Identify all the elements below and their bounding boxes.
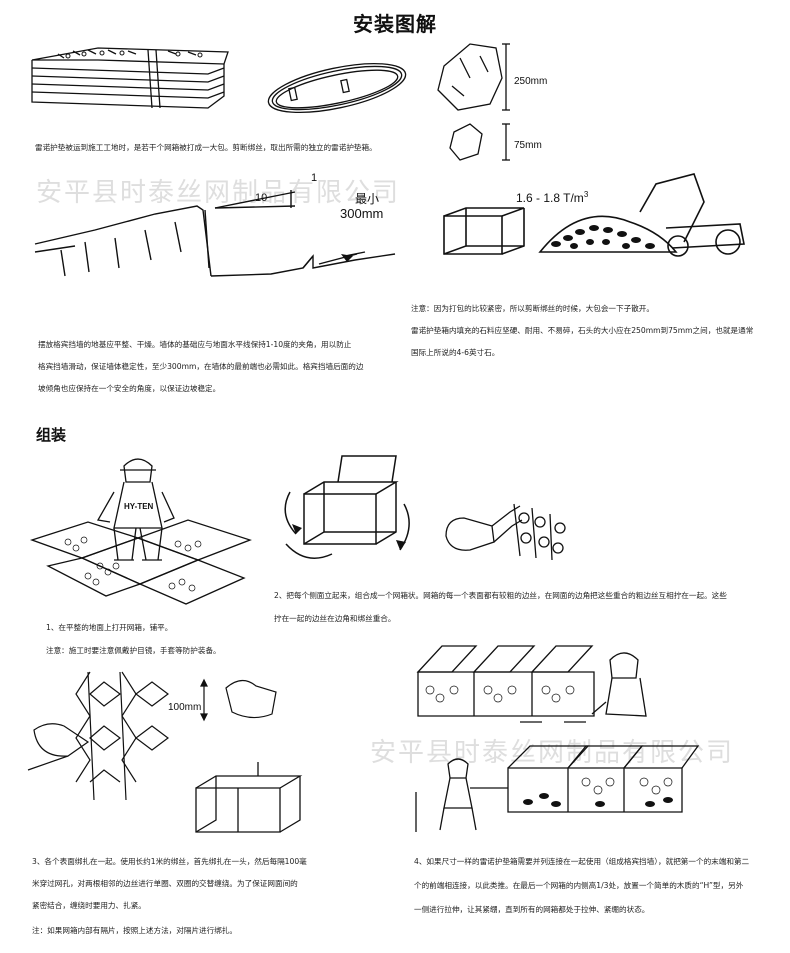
wire-coil-illustration bbox=[262, 58, 412, 118]
helmet-shirt-label: HY-TEN bbox=[124, 502, 154, 511]
slope-label-10: 10 bbox=[255, 192, 268, 204]
text-unpack: 雷诺护垫被运到施工工地时，是若干个网箱被打成一大包。剪断绑丝，取出所需的独立的雷… bbox=[35, 143, 377, 152]
text-step3-4: 注：如果网箱内部有隔片，按照上述方法，对隔片进行绑扎。 bbox=[32, 926, 238, 935]
text-step2-1: 2、把每个侧面立起来，组合成一个网箱状。网箱的每一个表面都有较粗的边丝，在网面的… bbox=[274, 591, 727, 600]
text-step1-2: 注意：施工时要注意佩戴护目镜，手套等防护装备。 bbox=[46, 646, 221, 655]
text-step3-1: 3、各个表面绑扎在一起。使用长约1米的绑丝，首先绑扎在一头，然后每隔100毫 bbox=[32, 857, 307, 866]
stone-size-illustration bbox=[430, 38, 520, 173]
worker-on-flat-mesh-illustration bbox=[28, 448, 268, 613]
small-box-partition-illustration bbox=[190, 758, 310, 838]
min-depth-value: 300mm bbox=[340, 206, 384, 221]
text-foundation-2: 格宾挡墙滑动，保证墙体稳定性，至少300mm，在墙体的最前端也必需如此。格宾挡墙… bbox=[38, 362, 364, 371]
foundation-slope-illustration bbox=[35, 168, 405, 288]
tie-spacing-illustration bbox=[196, 672, 286, 732]
min-depth-label: 最小 bbox=[355, 192, 380, 206]
text-foundation-3: 坡倾角也应保持在一个安全的角度，以保证边坡稳定。 bbox=[38, 384, 221, 393]
text-step4-1: 4、如果尺寸一样的雷诺护垫箱需要并列连接在一起使用（组成格宾挡墙），就把第一个的… bbox=[414, 857, 750, 866]
watermark-top: 安平县时泰丝网制品有限公司 bbox=[36, 178, 401, 208]
section-heading-assembly: 组装 bbox=[36, 426, 67, 444]
frame-and-loader-illustration bbox=[440, 172, 760, 262]
mattress-bundle-illustration bbox=[28, 42, 238, 114]
box-folding-illustration bbox=[276, 454, 416, 569]
text-step3-3: 紧密结合，缠绕时要用力、扎紧。 bbox=[32, 901, 146, 910]
stone-size-label-75: 75mm bbox=[514, 140, 542, 151]
watermark-bottom: 安平县时泰丝网制品有限公司 bbox=[370, 738, 735, 768]
pliers-tying-illustration bbox=[440, 496, 580, 566]
text-foundation-1: 摆放格宾挡墙的地基应平整、干燥。墙体的基础应与地面水平线保持1-10度的夹角，用… bbox=[38, 340, 352, 349]
text-stone-note-3: 国际上所说的4-6英寸石。 bbox=[411, 348, 500, 357]
text-step2-2: 拧在一起的边丝在边角和绑丝重合。 bbox=[274, 614, 396, 623]
text-stone-note-2: 雷诺护垫箱内填充的石料应坚硬、耐用、不易碎，石头的大小应在250mm到75mm之… bbox=[411, 326, 754, 335]
text-step3-2: 米穿过网孔，对两根相邻的边丝进行单圈、双圈的交替缠绕。为了保证网面间的 bbox=[32, 879, 298, 888]
text-stone-note-1: 注意：因为打包的比较紧密，所以剪断绑丝的时候，大包会一下子散开。 bbox=[411, 304, 654, 313]
tie-spacing-label: 100mm bbox=[168, 702, 202, 713]
slope-label-1: 1 bbox=[311, 172, 318, 184]
text-step4-3: 一侧进行拉伸，让其紧绷，直到所有的网箱都处于拉伸、紧绷的状态。 bbox=[414, 905, 650, 914]
text-step1-1: 1、在平整的地面上打开网箱，铺平。 bbox=[46, 623, 173, 632]
mesh-tying-closeup-illustration bbox=[28, 664, 188, 804]
stone-size-label-250: 250mm bbox=[514, 76, 548, 87]
density-label: 1.6 - 1.8 T/m3 bbox=[516, 190, 589, 205]
boxes-connected-illustration bbox=[410, 642, 700, 837]
page-title: 安装图解 bbox=[353, 12, 437, 36]
text-step4-2: 个的前端相连接，以此类推。在最后一个网箱的内侧高1/3处，放置一个简单的木质的“… bbox=[414, 881, 744, 890]
